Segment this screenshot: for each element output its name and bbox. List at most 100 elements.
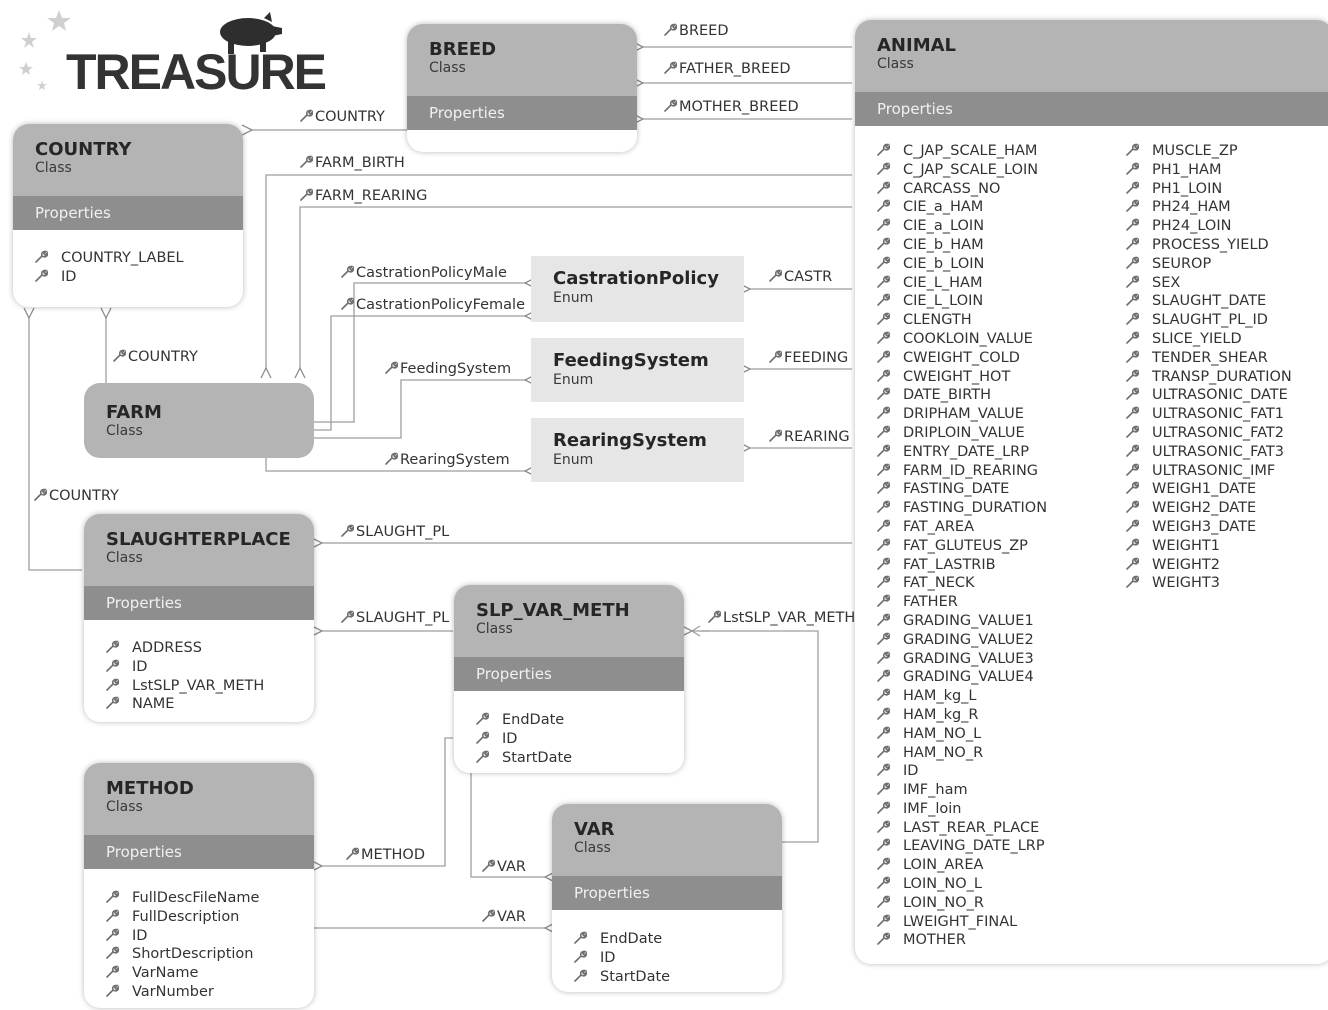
relation-label-var-svm: VAR xyxy=(482,858,526,876)
wrench-icon xyxy=(1126,518,1152,537)
wrench-icon xyxy=(877,725,903,744)
property-item: IMF_loin xyxy=(877,800,1047,819)
wrench-icon xyxy=(877,198,903,217)
wrench-icon xyxy=(1126,349,1152,368)
logo-graphic xyxy=(19,10,282,90)
class-slp-var-meth[interactable]: SLP_VAR_METH Class Properties EndDate ID… xyxy=(454,585,684,773)
property-item: LWEIGHT_FINAL xyxy=(877,913,1047,932)
wrench-icon xyxy=(106,945,132,964)
property-item: ShortDescription xyxy=(106,945,259,964)
wrench-icon xyxy=(574,949,600,968)
relation-label-method: METHOD xyxy=(346,846,425,864)
enum-type: Enum xyxy=(553,372,594,388)
property-item: COUNTRY_LABEL xyxy=(35,249,184,268)
class-slaughterplace[interactable]: SLAUGHTERPLACE Class Properties ADDRESS … xyxy=(84,514,314,722)
property-item: EndDate xyxy=(574,930,670,949)
property-item: CWEIGHT_HOT xyxy=(877,368,1047,387)
wrench-icon xyxy=(1126,556,1152,575)
property-item: MUSCLE_ZP xyxy=(1126,142,1292,161)
wrench-icon xyxy=(113,348,127,366)
wrench-icon xyxy=(1126,330,1152,349)
property-item: PH24_LOIN xyxy=(1126,217,1292,236)
property-item: ID xyxy=(877,762,1047,781)
class-title: METHOD xyxy=(106,778,194,799)
wrench-icon xyxy=(877,274,903,293)
wrench-icon xyxy=(1126,480,1152,499)
wrench-icon xyxy=(1126,386,1152,405)
class-title: ANIMAL xyxy=(877,35,957,56)
wrench-icon xyxy=(106,658,132,677)
enum-feeding-system[interactable]: FeedingSystem Enum xyxy=(531,338,744,402)
class-var[interactable]: VAR Class Properties EndDate ID StartDat… xyxy=(552,804,782,992)
wrench-icon xyxy=(106,677,132,696)
property-item: IMF_ham xyxy=(877,781,1047,800)
enum-title: CastrationPolicy xyxy=(553,268,719,289)
class-country[interactable]: COUNTRY Class Properties COUNTRY_LABEL I… xyxy=(13,124,243,307)
property-item: WEIGH1_DATE xyxy=(1126,480,1292,499)
property-item: WEIGHT1 xyxy=(1126,537,1292,556)
class-breed[interactable]: BREED Class Properties xyxy=(407,24,637,152)
properties-bar: Properties xyxy=(407,96,637,130)
pig-icon xyxy=(220,12,282,54)
wrench-icon xyxy=(106,889,132,908)
property-item: CLENGTH xyxy=(877,311,1047,330)
class-title: SLAUGHTERPLACE xyxy=(106,529,291,550)
wrench-icon xyxy=(769,268,783,286)
wrench-icon xyxy=(877,931,903,950)
wrench-icon xyxy=(1126,198,1152,217)
relation-label-feeding: FEEDING xyxy=(769,349,848,367)
wrench-icon xyxy=(385,360,399,378)
enum-rearing-system[interactable]: RearingSystem Enum xyxy=(531,418,744,482)
wrench-icon xyxy=(346,846,360,864)
properties-bar: Properties xyxy=(454,657,684,691)
wrench-icon xyxy=(574,968,600,987)
wrench-icon xyxy=(574,930,600,949)
class-title: FARM xyxy=(106,402,162,423)
wrench-icon xyxy=(877,499,903,518)
wrench-icon xyxy=(877,612,903,631)
class-farm[interactable]: FARM Class xyxy=(84,383,314,458)
wrench-icon xyxy=(877,161,903,180)
class-type: Class xyxy=(877,56,914,72)
class-method[interactable]: METHOD Class Properties FullDescFileName… xyxy=(84,763,314,1008)
class-type: Class xyxy=(476,621,513,637)
wrench-icon xyxy=(35,268,61,287)
wrench-icon xyxy=(1126,142,1152,161)
property-item: DRIPHAM_VALUE xyxy=(877,405,1047,424)
property-item: C_JAP_SCALE_LOIN xyxy=(877,161,1047,180)
relation-label-rearing: REARING xyxy=(769,428,850,446)
line-var-svm xyxy=(470,772,545,877)
property-item: StartDate xyxy=(476,749,572,768)
property-item: TRANSP_DURATION xyxy=(1126,368,1292,387)
wrench-icon xyxy=(877,668,903,687)
wrench-icon xyxy=(877,480,903,499)
wrench-icon xyxy=(877,255,903,274)
wrench-icon xyxy=(877,574,903,593)
wrench-icon xyxy=(1126,180,1152,199)
wrench-icon xyxy=(1126,405,1152,424)
wrench-icon xyxy=(341,523,355,541)
property-item: CIE_b_LOIN xyxy=(877,255,1047,274)
wrench-icon xyxy=(877,180,903,199)
wrench-icon xyxy=(877,311,903,330)
relation-label-rearing-system: RearingSystem xyxy=(385,451,510,469)
property-item: GRADING_VALUE1 xyxy=(877,612,1047,631)
property-item: DRIPLOIN_VALUE xyxy=(877,424,1047,443)
wrench-icon xyxy=(877,537,903,556)
property-item: WEIGH3_DATE xyxy=(1126,518,1292,537)
relation-label-farm-country: COUNTRY xyxy=(113,348,198,366)
property-item: PH1_HAM xyxy=(1126,161,1292,180)
property-item: ID xyxy=(574,949,670,968)
property-item: PH1_LOIN xyxy=(1126,180,1292,199)
enum-castration-policy[interactable]: CastrationPolicy Enum xyxy=(531,256,744,322)
property-item: StartDate xyxy=(574,968,670,987)
property-item: ULTRASONIC_FAT1 xyxy=(1126,405,1292,424)
relation-label-breed-country: COUNTRY xyxy=(300,108,385,126)
property-item: SEUROP xyxy=(1126,255,1292,274)
wrench-icon xyxy=(300,187,314,205)
class-title: BREED xyxy=(429,39,497,60)
wrench-icon xyxy=(1126,311,1152,330)
class-type: Class xyxy=(429,60,466,76)
wrench-icon xyxy=(877,744,903,763)
